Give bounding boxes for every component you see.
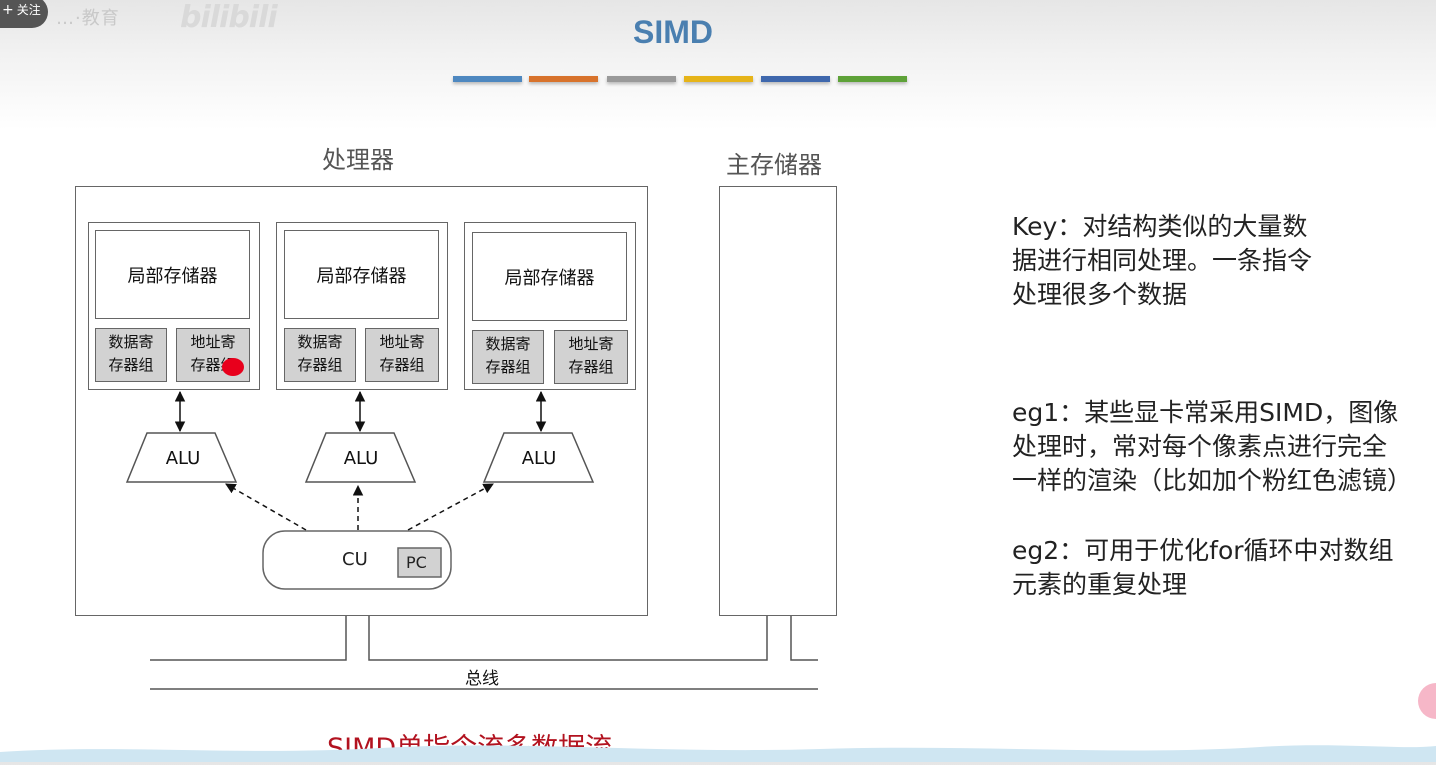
reg-line: 存器组	[379, 356, 425, 374]
alu-1-shape	[125, 432, 238, 483]
plus-icon: +	[2, 2, 14, 18]
stripe-gray	[607, 76, 676, 82]
data-register-group-2: 数据寄存器组	[284, 328, 356, 382]
floating-chat-bubble[interactable]	[1418, 683, 1436, 719]
bus-top-middle	[368, 616, 768, 661]
data-register-group-1: 数据寄存器组	[95, 328, 167, 382]
reg-line: 存器组	[108, 356, 154, 374]
alu-1-label: ALU	[165, 448, 201, 469]
address-register-group-3: 地址寄存器组	[554, 330, 628, 384]
reg-line: 数据寄	[485, 335, 531, 353]
reg-line: 地址寄	[379, 333, 425, 351]
uploader-name: …·教育	[56, 8, 120, 29]
address-register-group-2: 地址寄存器组	[365, 328, 439, 382]
cu-alu3-control	[407, 483, 494, 531]
bus-top-right	[790, 616, 818, 661]
reg-line: 地址寄	[190, 333, 236, 351]
eg2-note: eg2：可用于优化for循环中对数组元素的重复处理	[1012, 536, 1394, 599]
alu-2-shape	[304, 432, 417, 483]
reg-line: 地址寄	[568, 335, 614, 353]
local-memory-2: 局部存储器	[284, 230, 439, 319]
cu-label: CU	[342, 549, 368, 570]
key-note: Key：对结构类似的大量数据进行相同处理。一条指令处理很多个数据	[1012, 212, 1313, 309]
local-memory-3: 局部存储器	[472, 232, 627, 321]
address-register-group-1: 地址寄存器组	[176, 328, 250, 382]
pc-shape	[397, 547, 442, 578]
main-memory-box	[719, 186, 837, 616]
reg-line: 存器组	[568, 358, 614, 376]
alu-2-label: ALU	[343, 448, 379, 469]
reg-line: 数据寄	[297, 333, 343, 351]
stripe-orange	[529, 76, 598, 82]
alu-3-shape	[482, 432, 595, 483]
slide-title: SIMD	[633, 14, 713, 50]
local-memory-1: 局部存储器	[95, 230, 250, 319]
stripe-blue	[453, 76, 522, 82]
stripe-darkblue	[761, 76, 830, 82]
reg-line: 存器组	[297, 356, 343, 374]
alu-3-label: ALU	[521, 448, 557, 469]
reg-line: 数据寄	[108, 333, 154, 351]
eg1-note: eg1：某些显卡常采用SIMD，图像处理时，常对每个像素点进行完全一样的渲染（比…	[1012, 398, 1413, 495]
stripe-yellow	[684, 76, 753, 82]
bus-top-left	[150, 616, 347, 661]
bottom-wave-decoration	[0, 745, 1436, 762]
red-annotation-mark	[222, 358, 244, 376]
stripe-green	[838, 76, 907, 82]
follow-label: 关注	[16, 3, 41, 17]
cu-alu1-control	[225, 483, 307, 531]
bilibili-watermark: bilibili	[180, 0, 278, 35]
follow-button[interactable]: +关注	[0, 0, 48, 28]
processor-label: 处理器	[322, 146, 394, 174]
main-memory-label: 主存储器	[726, 151, 822, 179]
reg-line: 存器组	[485, 358, 531, 376]
data-register-group-3: 数据寄存器组	[472, 330, 544, 384]
pc-label: PC	[406, 553, 427, 572]
bus-label: 总线	[465, 669, 499, 689]
